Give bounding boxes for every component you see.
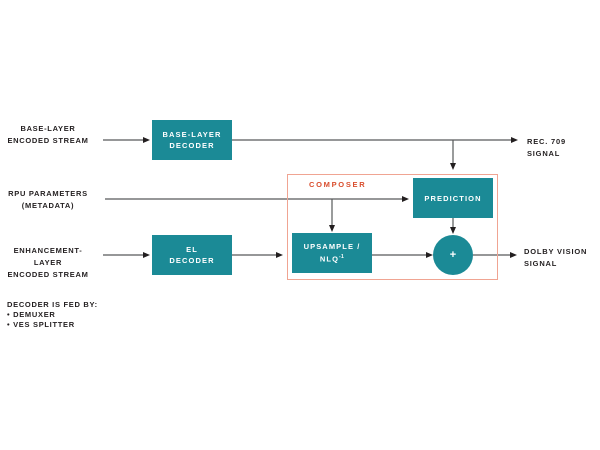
label-line: ENHANCEMENT-LAYER: [13, 246, 83, 267]
node-label-line: NLQ-1: [320, 252, 344, 265]
label-line: ENCODED STREAM: [7, 136, 89, 145]
footnote-title: DECODER IS FED BY:: [7, 300, 98, 309]
node-prediction: PREDICTION: [413, 178, 493, 218]
node-label-line: DECODER: [169, 141, 215, 150]
plus-glyph: +: [449, 249, 457, 261]
composer-label: COMPOSER: [309, 180, 367, 189]
label-line: ENCODED STREAM: [7, 270, 89, 279]
node-el-decoder: EL DECODER: [152, 235, 232, 275]
composer-group-box: COMPOSER: [287, 174, 498, 280]
footnote-decoder-fed-by: DECODER IS FED BY: • DEMUXER • VES SPLIT…: [7, 300, 98, 330]
node-label-line: PREDICTION: [424, 193, 482, 203]
node-label-line: BASE-LAYER: [162, 130, 222, 139]
node-label-line: EL: [186, 245, 198, 254]
label-line: DOLBY VISION: [524, 247, 588, 256]
label-rec709-signal: REC. 709 SIGNAL: [527, 137, 566, 158]
label-line: RPU PARAMETERS: [8, 189, 88, 198]
label-dolby-vision-signal: DOLBY VISION SIGNAL: [524, 246, 587, 270]
footnote-item: • VES SPLITTER: [7, 320, 75, 329]
footnote-item: • DEMUXER: [7, 310, 56, 319]
label-line: (METADATA): [21, 201, 75, 210]
node-upsample-nlq: UPSAMPLE / NLQ-1: [292, 233, 372, 273]
label-enhancement-layer-encoded-stream: ENHANCEMENT-LAYER ENCODED STREAM: [0, 245, 96, 281]
node-summation: +: [433, 235, 473, 275]
nlq-text: NLQ: [319, 254, 340, 264]
node-label-line: UPSAMPLE /: [303, 242, 361, 252]
label-base-layer-encoded-stream: BASE-LAYER ENCODED STREAM: [0, 123, 96, 147]
label-rpu-parameters: RPU PARAMETERS (METADATA): [0, 188, 96, 212]
node-label-line: DECODER: [169, 256, 215, 265]
nlq-exponent: -1: [339, 254, 345, 261]
label-line: BASE-LAYER: [20, 124, 76, 133]
node-base-layer-decoder: BASE-LAYER DECODER: [152, 120, 232, 160]
label-line: SIGNAL: [524, 259, 558, 268]
